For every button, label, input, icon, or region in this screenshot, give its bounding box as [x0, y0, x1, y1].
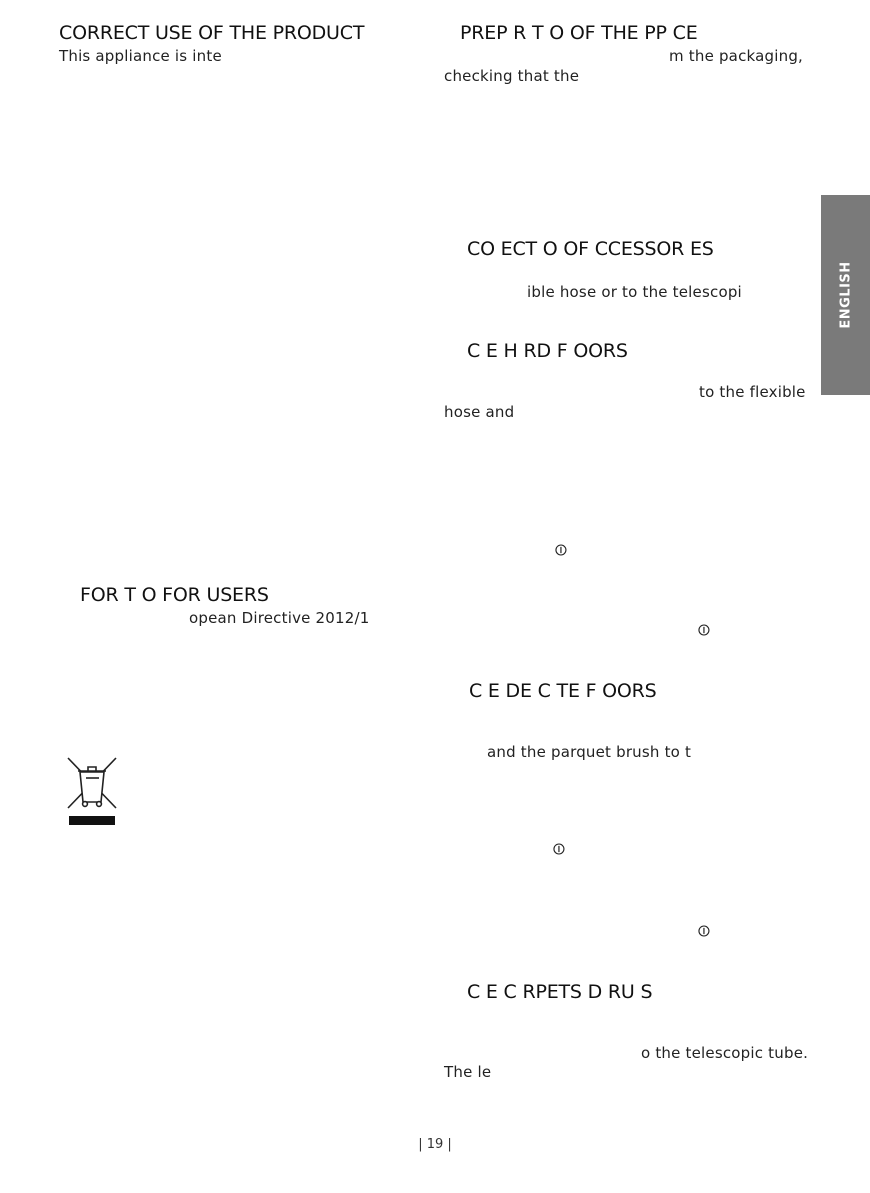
- info-users-heading: FOR T O FOR USERS: [80, 584, 269, 606]
- power-icon: ⏼: [553, 840, 565, 858]
- hard-floors-heading: C E H RD F OORS: [467, 340, 628, 362]
- hard-floors-text-line1: to the flexible: [699, 383, 806, 401]
- connection-accessories-heading: CO ECT O OF CCESSOR ES: [467, 238, 714, 260]
- preparation-text-line2: checking that the: [444, 67, 580, 85]
- correct-use-heading: CORRECT USE OF THE PRODUCT: [59, 22, 365, 44]
- preparation-text-line1: m the packaging,: [669, 47, 804, 65]
- carpets-rugs-heading: C E C RPETS D RU S: [467, 981, 653, 1003]
- weee-bin-icon: [67, 757, 117, 825]
- hard-floors-text-line2: hose and: [444, 403, 515, 421]
- power-icon: ⏼: [698, 621, 710, 639]
- language-tab: ENGLISH: [821, 195, 870, 395]
- language-tab-label: ENGLISH: [838, 261, 853, 329]
- delicate-floors-heading: C E DE C TE F OORS: [469, 680, 657, 702]
- power-icon: ⏼: [555, 541, 567, 559]
- connection-accessories-text: ible hose or to the telescopi: [527, 283, 742, 301]
- preparation-heading: PREP R T O OF THE PP CE: [460, 22, 698, 44]
- correct-use-text: This appliance is inte: [59, 47, 222, 65]
- delicate-floors-text: and the parquet brush to t: [487, 743, 692, 761]
- info-users-text: opean Directive 2012/1: [189, 609, 370, 627]
- carpets-rugs-text-line2: The le: [444, 1063, 492, 1081]
- carpets-rugs-text-line1: o the telescopic tube.: [641, 1044, 809, 1062]
- page-number: | 19 |: [418, 1137, 452, 1152]
- power-icon: ⏼: [698, 922, 710, 940]
